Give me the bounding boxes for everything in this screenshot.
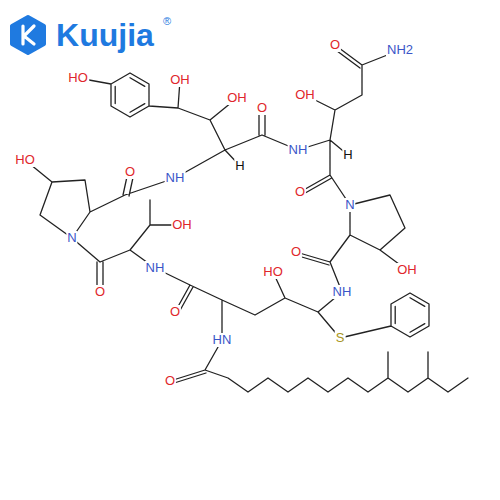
atom-label: N xyxy=(66,231,77,245)
atom-label: NH2 xyxy=(386,43,414,57)
atom-label: O xyxy=(124,165,136,179)
atom-label: OH xyxy=(396,263,418,277)
atom-label: H xyxy=(342,148,353,162)
atom-label: HN xyxy=(212,333,233,347)
atom-label: O xyxy=(164,374,176,388)
atom-label: S xyxy=(335,331,346,345)
bond-lines xyxy=(25,45,468,392)
watermark-logo: Kuujia xyxy=(55,17,155,53)
atom-label: OH xyxy=(226,91,248,105)
atom-label: O xyxy=(169,305,181,319)
atom-label: NH xyxy=(165,171,186,185)
atom-label: OH xyxy=(294,88,316,102)
atom-label: OH xyxy=(171,218,193,232)
atom-label: OH xyxy=(169,73,191,87)
atom-label: N xyxy=(344,198,355,212)
atom-label: NH xyxy=(332,285,353,299)
atom-label: HO xyxy=(67,71,89,85)
atom-label: O xyxy=(290,245,302,259)
atom-label: HO xyxy=(14,153,36,167)
atom-label: H xyxy=(234,159,245,173)
atom-label: O xyxy=(329,38,341,52)
atom-label: O xyxy=(256,101,268,115)
trademark-mark: ® xyxy=(162,15,172,27)
atom-label: HO xyxy=(262,265,284,279)
logo-hexagon xyxy=(12,17,44,53)
atom-label: O xyxy=(94,285,106,299)
atom-label: NH xyxy=(145,261,166,275)
logo-icon xyxy=(12,17,44,53)
atom-label: O xyxy=(294,185,306,199)
logo-k-mark xyxy=(23,26,34,44)
atom-label: NH xyxy=(288,143,309,157)
